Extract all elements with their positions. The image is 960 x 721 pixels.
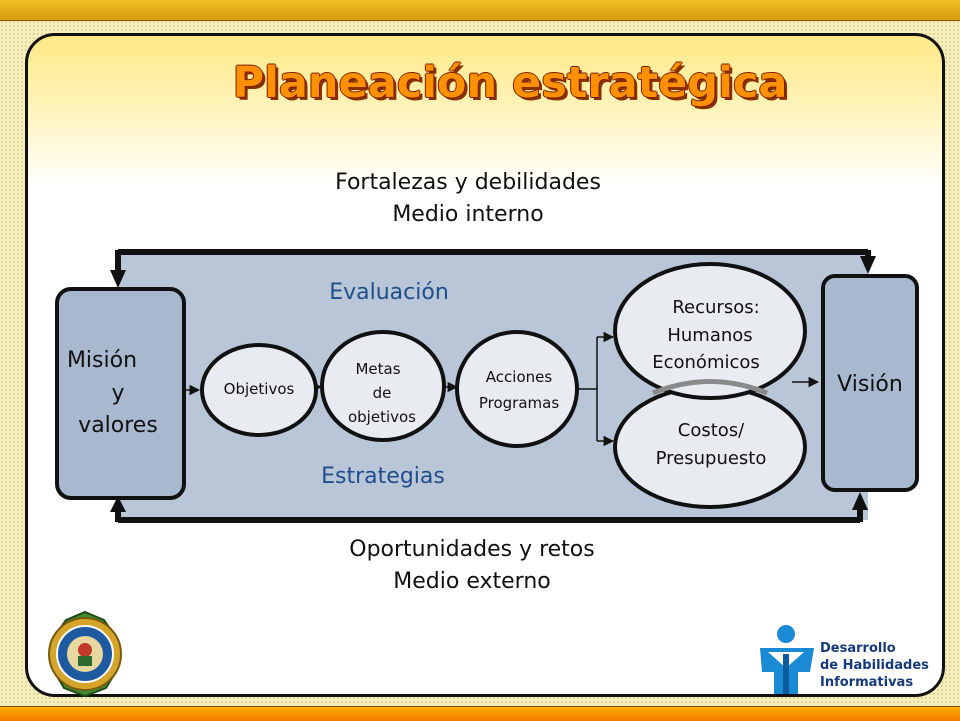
estrategias-label: Estrategias xyxy=(321,464,445,489)
dhi-logo-line1: Desarrollo xyxy=(820,641,896,656)
bottom-bar xyxy=(0,706,960,721)
mision-line1: Misión xyxy=(66,348,138,373)
recursos-node xyxy=(613,262,807,400)
metas-line3: objetivos xyxy=(347,408,416,426)
recursos-line3: Económicos xyxy=(652,352,760,373)
costos-node xyxy=(613,385,807,509)
bottom-right-arrowhead xyxy=(852,492,868,510)
objetivos-node xyxy=(200,343,318,437)
bottom-note-line1: Oportunidades y retos xyxy=(349,537,595,562)
dhi-logo-text: Desarrollo de Habilidades Informativas xyxy=(820,640,940,691)
split-line xyxy=(577,337,598,441)
dhi-logo-icon xyxy=(760,625,814,694)
evaluacion-label: Evaluación xyxy=(329,280,449,305)
costos-line2: Presupuesto xyxy=(655,448,767,469)
mision-box xyxy=(55,287,186,500)
objetivos-label: Objetivos xyxy=(223,380,295,398)
dhi-logo-line2: de Habilidades xyxy=(820,658,929,673)
metas-node xyxy=(320,330,446,442)
top-note-line1: Fortalezas y debilidades xyxy=(335,170,601,195)
recursos-line1: Recursos: xyxy=(672,297,760,318)
metas-line1: Metas xyxy=(355,360,401,378)
metas-line2: de xyxy=(372,384,392,402)
recursos-line2: Humanos xyxy=(667,325,753,346)
mision-line3: valores xyxy=(78,413,158,438)
bottom-note-line2: Medio externo xyxy=(393,569,551,594)
mision-line2: y xyxy=(111,381,125,406)
acciones-line1: Acciones xyxy=(485,368,553,386)
overlap-arc xyxy=(652,379,768,396)
bottom-left-arrowhead xyxy=(110,496,126,512)
dhi-logo-line3: Informativas xyxy=(820,675,914,690)
vision-label: Visión xyxy=(837,372,903,397)
costos-line1: Costos/ xyxy=(677,420,745,441)
acciones-line2: Programas xyxy=(478,394,560,412)
slide-title: Planeación estratégica xyxy=(232,58,788,108)
top-bar xyxy=(0,0,960,21)
top-note-line2: Medio interno xyxy=(392,202,544,227)
vision-box xyxy=(821,274,919,492)
top-right-arrowhead xyxy=(860,256,876,274)
top-left-arrowhead xyxy=(110,270,126,288)
acciones-node xyxy=(455,330,579,448)
university-seal-logo xyxy=(48,610,122,698)
